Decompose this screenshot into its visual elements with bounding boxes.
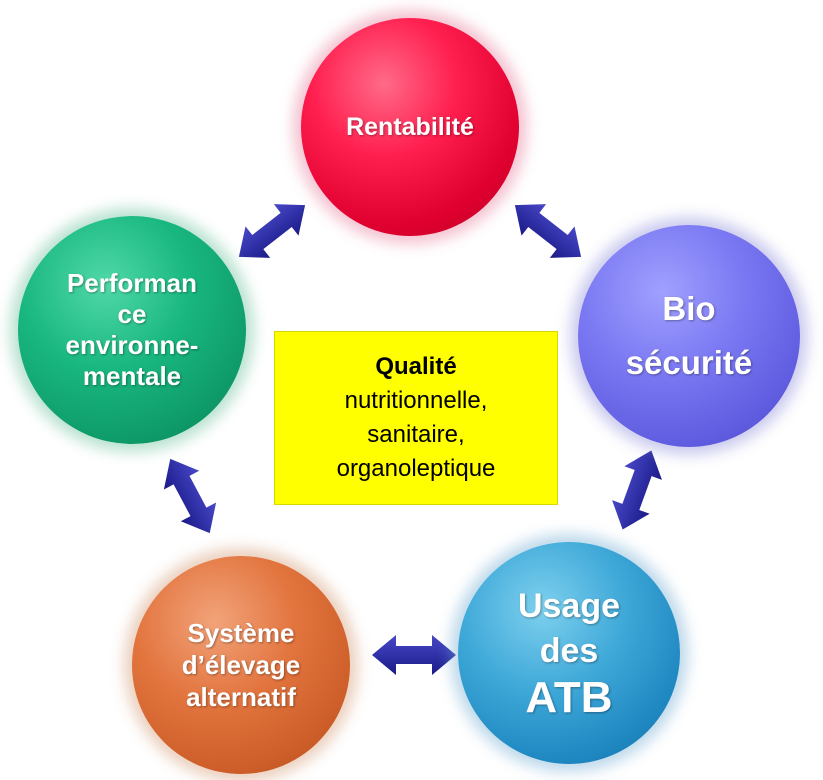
node-performance: Performan ce environne- mentale <box>18 216 246 444</box>
node-systeme-elevage: Système d’élevage alternatif <box>132 556 350 774</box>
node-systeme-label-2: d’élevage <box>181 650 301 680</box>
node-systeme-label-3: alternatif <box>186 682 296 712</box>
node-biosecurite-label-2: sécurité <box>625 344 753 381</box>
center-line-1: nutritionnelle, <box>344 387 488 414</box>
node-biosecurite-label-1: Bio <box>662 290 716 327</box>
node-performance-label-1: Performan <box>66 268 198 298</box>
arrow-rent-bio <box>502 189 594 273</box>
node-usage-label-3: ATB <box>525 673 613 722</box>
arrow-bio-usage <box>603 443 671 537</box>
node-usage-label-2: des <box>539 632 599 670</box>
node-usage-atb: Usage des ATB <box>458 542 680 764</box>
node-rentabilite-label: Rentabilité <box>346 113 474 141</box>
center-quality-box: Qualité nutritionnelle, sanitaire, organ… <box>274 331 558 505</box>
node-systeme-label-1: Système <box>187 618 295 648</box>
node-performance-label-2: ce <box>117 299 147 329</box>
center-title: Qualité <box>375 353 457 380</box>
node-performance-label-4: mentale <box>82 361 182 391</box>
arrow-sys-usage <box>372 635 456 675</box>
node-performance-label-3: environne- <box>65 330 199 360</box>
center-line-3: organoleptique <box>336 455 496 482</box>
node-biosecurite: Bio sécurité <box>578 225 800 447</box>
arrow-perf-rent <box>226 189 318 273</box>
node-usage-label-1: Usage <box>517 587 621 625</box>
center-line-2: sanitaire, <box>367 421 465 448</box>
node-rentabilite: Rentabilité <box>301 18 519 236</box>
arrow-perf-sys <box>152 449 228 543</box>
